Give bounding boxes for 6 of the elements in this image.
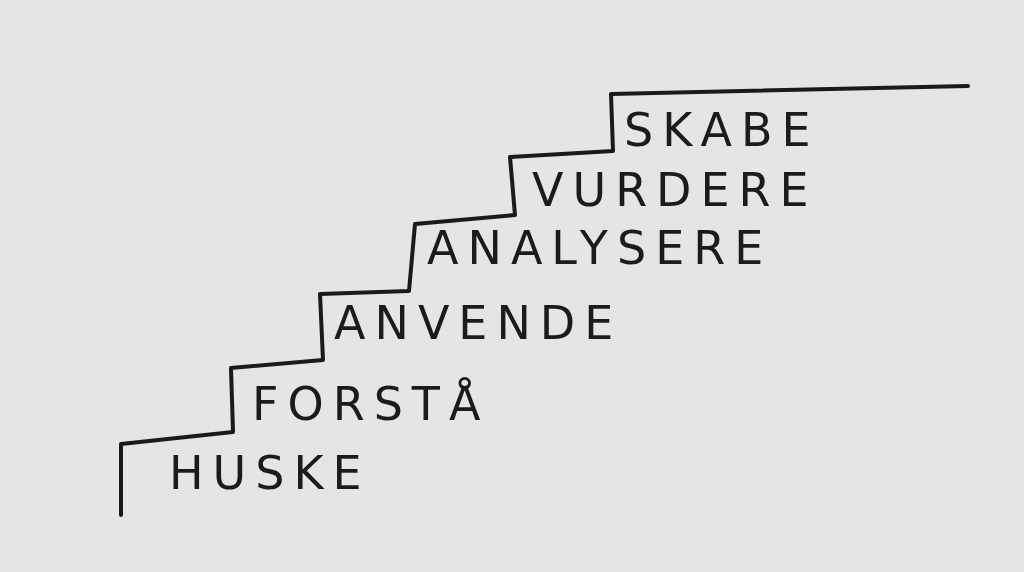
step-label: HUSKE [169, 447, 371, 500]
step-label: ANVENDE [334, 297, 623, 350]
step-label: FORSTÅ [252, 378, 490, 431]
step-label: VURDERE [532, 164, 818, 217]
step-label: SKABE [624, 104, 820, 157]
step-label: ANALYSERE [427, 222, 773, 275]
